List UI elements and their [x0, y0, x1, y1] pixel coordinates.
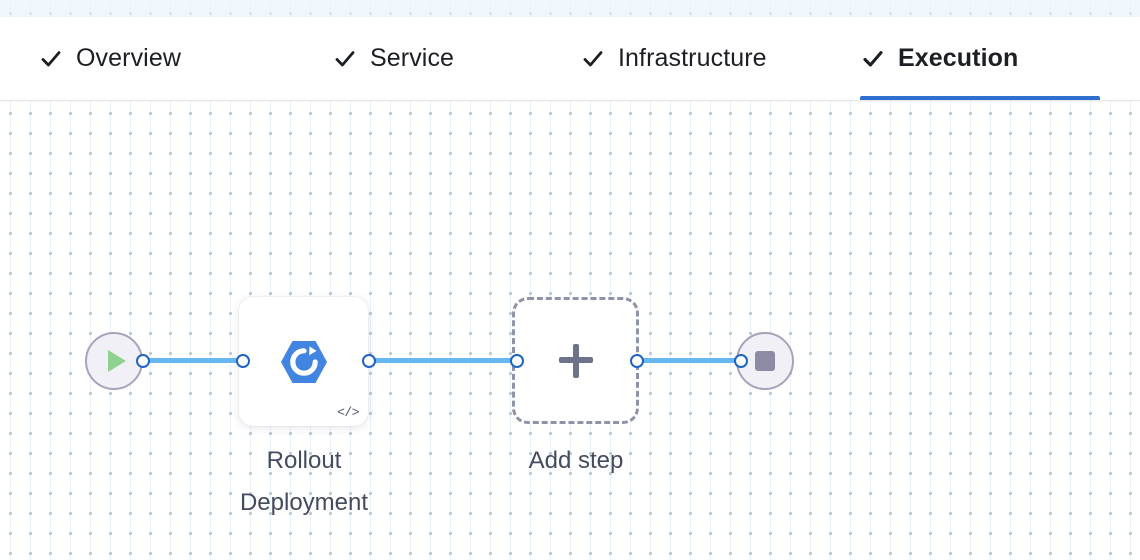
end-node-target-handle[interactable]: [734, 354, 748, 368]
tab-infrastructure[interactable]: Infrastructure: [580, 17, 804, 100]
check-icon: [40, 48, 62, 70]
rollout-node-source-handle[interactable]: [362, 354, 376, 368]
edge-start-to-rollout[interactable]: [140, 358, 243, 363]
check-icon: [862, 48, 884, 70]
tab-service[interactable]: Service: [332, 17, 478, 100]
check-icon: [582, 48, 604, 70]
pipeline-stage-tabs: Overview Service Infrastructure: [0, 17, 1140, 100]
tab-execution[interactable]: Execution: [860, 17, 1100, 100]
start-node[interactable]: [85, 332, 143, 390]
add-step-target-handle[interactable]: [510, 354, 524, 368]
tab-label: Service: [370, 44, 455, 72]
tab-label: Execution: [898, 44, 1019, 72]
add-step-source-handle[interactable]: [630, 354, 644, 368]
play-icon: [108, 350, 126, 372]
tab-active-underline: [860, 96, 1100, 100]
edge-rollout-to-addstep[interactable]: [366, 358, 517, 363]
start-node-source-handle[interactable]: [136, 354, 150, 368]
code-icon[interactable]: </>: [337, 405, 359, 420]
rollout-node-target-handle[interactable]: [236, 354, 250, 368]
tab-label: Infrastructure: [618, 44, 767, 72]
plus-icon: [558, 343, 593, 378]
add-step-node[interactable]: [512, 297, 639, 424]
edge-addstep-to-end[interactable]: [634, 358, 740, 363]
step-node-label: Rollout Deployment: [239, 447, 369, 516]
check-icon: [334, 48, 356, 70]
tab-overview[interactable]: Overview: [38, 17, 210, 100]
add-step-label: Add step: [528, 447, 624, 474]
step-node-rollout-deployment[interactable]: </>: [239, 297, 368, 426]
stop-icon: [755, 351, 775, 371]
tab-label: Overview: [76, 44, 181, 72]
rollout-deployment-icon: [279, 337, 329, 387]
